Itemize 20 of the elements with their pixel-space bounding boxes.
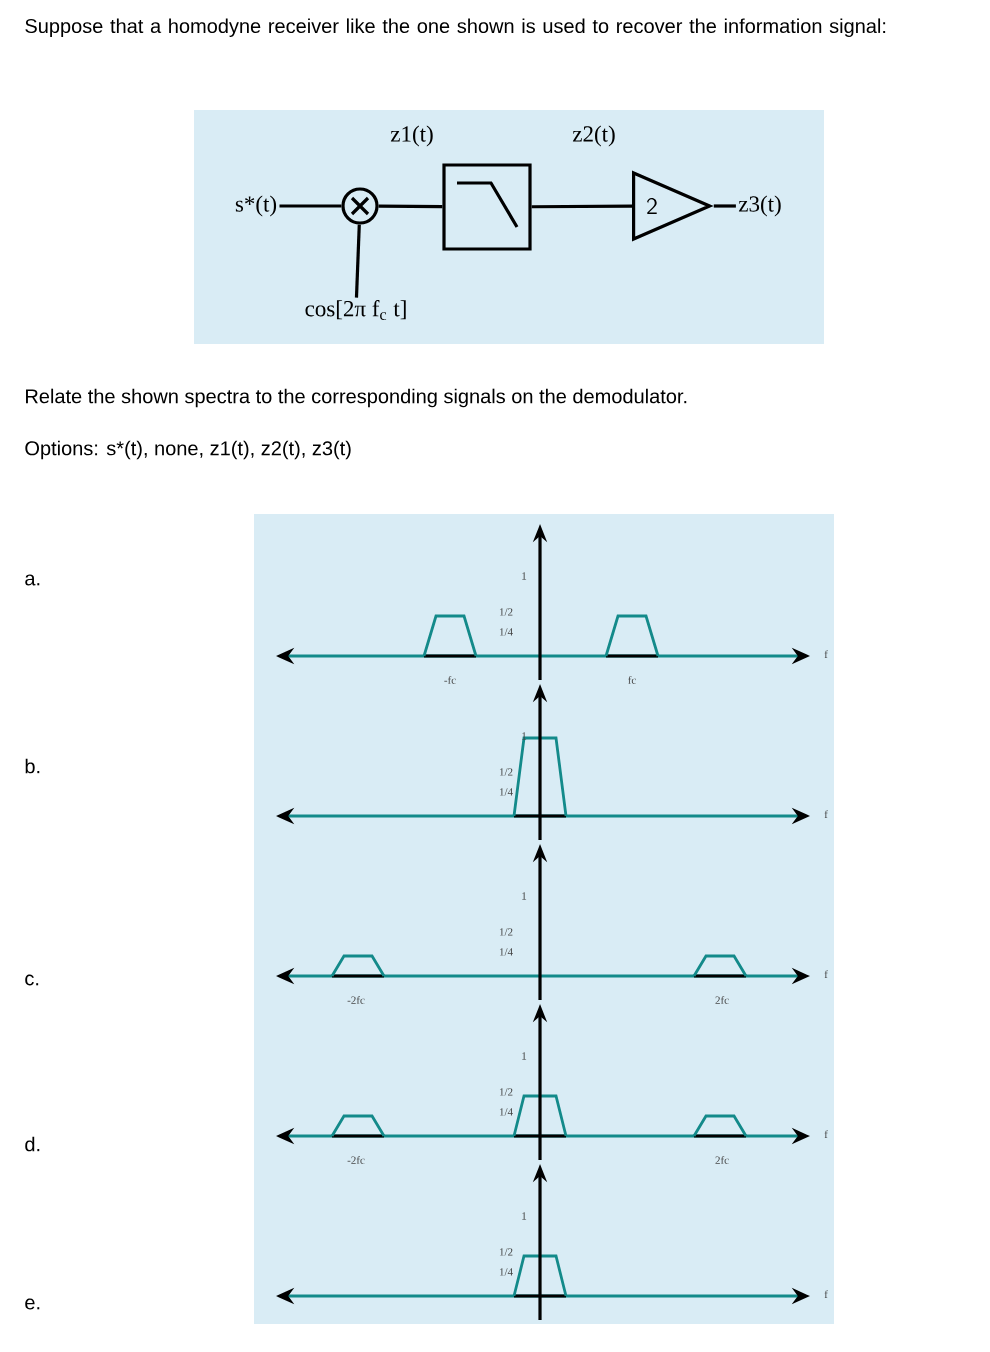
signal-label: cos[2π f$_{c}$ t]	[305, 300, 406, 320]
edge-label: z2(t)	[572, 125, 615, 147]
signal-label: z3(t)	[738, 195, 781, 217]
connector-line	[354, 224, 361, 298]
question-text: Suppose that a homodyne receiver like the one shown is used to recover the information signal:	[25, 18, 886, 38]
mixer-symbol	[341, 187, 379, 225]
instruction-text: Relate the shown spectra to the corresponding signals on the demodulator.	[26, 388, 687, 408]
row-letter: a.	[25, 574, 40, 586]
connector-line	[531, 204, 632, 209]
row-letter: b.	[25, 758, 40, 774]
connector-line	[378, 204, 443, 209]
row-letter: c.	[25, 974, 39, 986]
connector-line	[713, 204, 736, 208]
options-text: Options: s*(t), none, z1(t), z2(t), z3(t)	[25, 440, 351, 460]
connector-line	[279, 204, 342, 208]
filter-box	[442, 163, 532, 251]
signal-label: s*(t)	[235, 195, 277, 217]
edge-label: z1(t)	[390, 125, 433, 147]
row-letter: e.	[25, 1298, 40, 1310]
row-letter: d.	[25, 1136, 40, 1152]
